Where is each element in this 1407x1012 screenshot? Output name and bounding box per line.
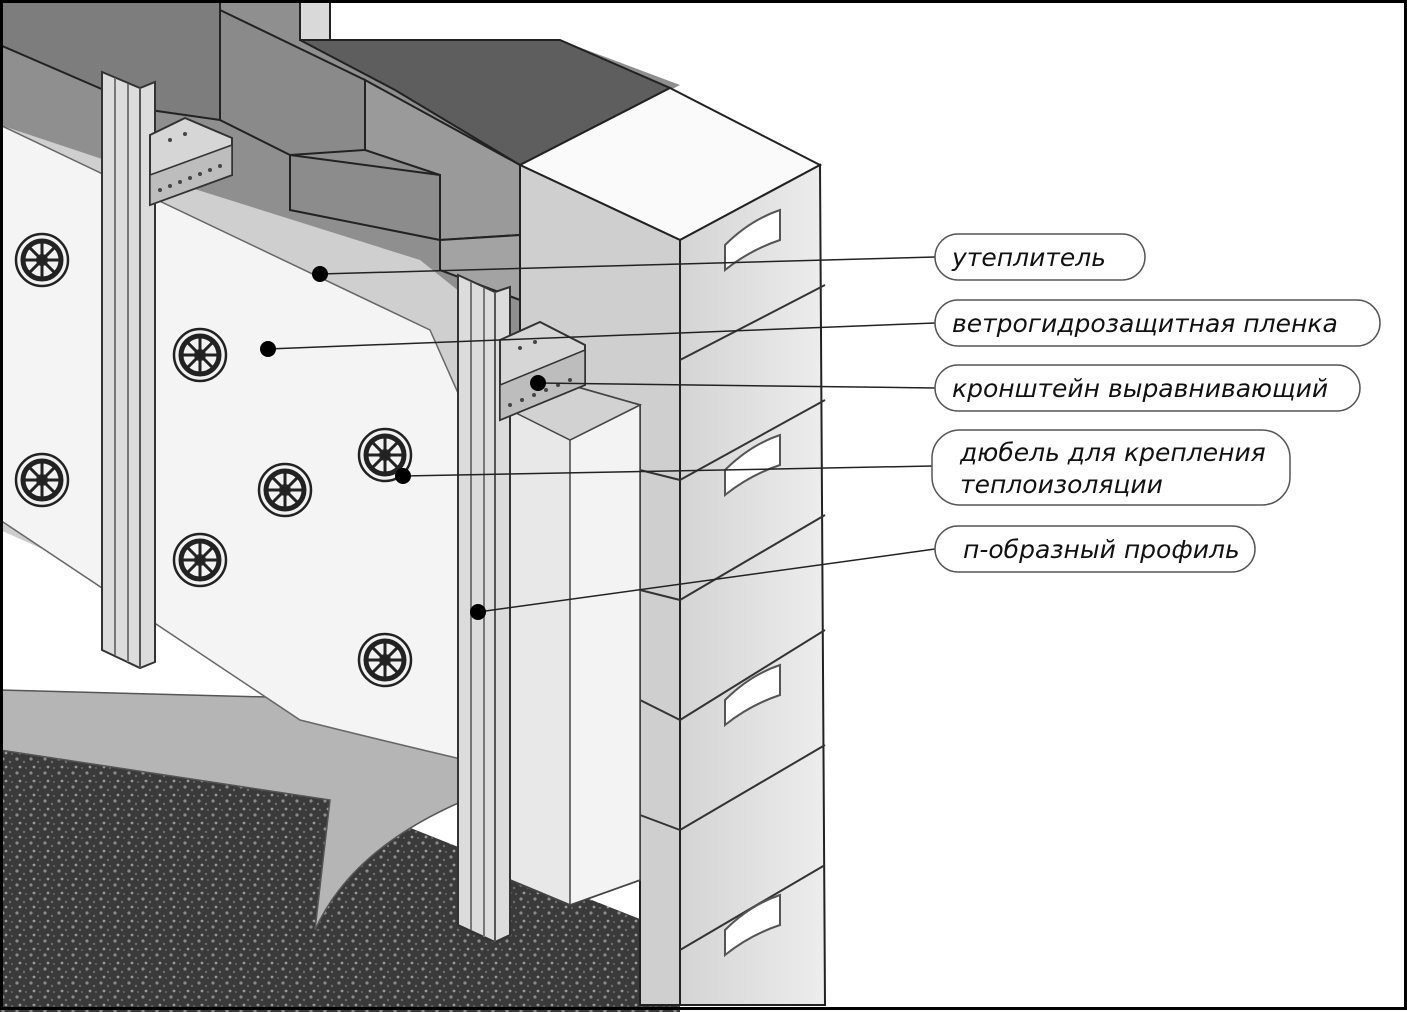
callout-dowel: дюбель для крепления теплоизоляции	[931, 429, 1291, 506]
label-profile: п-образный профиль	[963, 535, 1240, 564]
profile-rail	[101, 70, 156, 670]
bracket-icon	[149, 116, 233, 207]
callout-insulation: утеплитель	[934, 233, 1146, 281]
label-insulation: утеплитель	[951, 243, 1106, 272]
callout-bracket: кронштейн выравнивающий	[934, 364, 1361, 412]
label-dowel-line1: дюбель для крепления	[959, 438, 1266, 467]
leader-lines	[267, 256, 936, 613]
label-membrane: ветрогидрозащитная пленка	[952, 309, 1338, 338]
leader-dots	[260, 266, 546, 620]
callout-profile: п-образный профиль	[934, 525, 1256, 573]
label-bracket: кронштейн выравнивающий	[952, 374, 1328, 403]
callout-membrane: ветрогидрозащитная пленка	[934, 299, 1381, 347]
insulation-block	[508, 383, 643, 907]
label-dowel-line2: теплоизоляции	[960, 470, 1163, 499]
